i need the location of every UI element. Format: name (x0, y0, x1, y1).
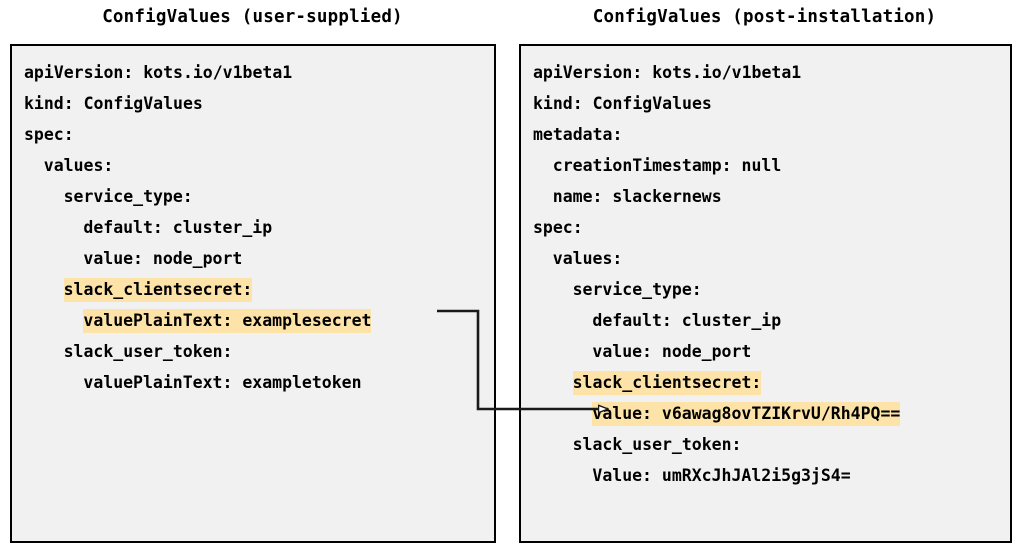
code-line: valuePlainText: exampletoken (12, 367, 494, 398)
panel-post-installation: ConfigValues (post-installation) apiVers… (510, 0, 1019, 559)
code-text: creationTimestamp: null (552, 156, 782, 175)
code-box-post-installation: apiVersion: kots.io/v1beta1 kind: ConfigV… (519, 44, 1012, 543)
code-text: default: cluster_ip (83, 218, 273, 237)
code-text: kind: ConfigValues (24, 94, 203, 113)
code-text: name: slackernews (552, 187, 722, 206)
code-line: kind: ConfigValues (521, 88, 1010, 119)
code-line: apiVersion: kots.io/v1beta1 (521, 57, 1010, 88)
code-text: valuePlainText: exampletoken (83, 373, 362, 392)
code-line: spec: (521, 212, 1010, 243)
highlighted-code-text: valuePlainText: examplesecret (83, 309, 372, 333)
code-line: values: (12, 150, 494, 181)
code-text: default: cluster_ip (592, 311, 782, 330)
code-line: service_type: (521, 274, 1010, 305)
code-text: values: (43, 156, 114, 175)
code-line: default: cluster_ip (12, 212, 494, 243)
code-line: name: slackernews (521, 181, 1010, 212)
code-text: Value: umRXcJhJAl2i5g3jS4= (592, 466, 851, 485)
code-line: value: node_port (521, 336, 1010, 367)
code-text: spec: (533, 218, 583, 237)
code-line: slack_user_token: (12, 336, 494, 367)
code-line: spec: (12, 119, 494, 150)
code-line: creationTimestamp: null (521, 150, 1010, 181)
code-line: service_type: (12, 181, 494, 212)
code-line: value: node_port (12, 243, 494, 274)
code-line: valuePlainText: examplesecret (12, 305, 494, 336)
code-box-user-supplied: apiVersion: kots.io/v1beta1 kind: ConfigV… (10, 44, 496, 543)
code-text: spec: (24, 125, 74, 144)
code-line: slack_user_token: (521, 429, 1010, 460)
code-line: value: v6awag8ovTZIKrvU/Rh4PQ== (521, 398, 1010, 429)
code-line: Value: umRXcJhJAl2i5g3jS4= (521, 460, 1010, 491)
code-line: slack_clientsecret: (521, 367, 1010, 398)
code-line: values: (521, 243, 1010, 274)
panel-title-user-supplied: ConfigValues (user-supplied) (102, 7, 403, 27)
code-line: metadata: (521, 119, 1010, 150)
code-text: service_type: (63, 187, 193, 206)
panel-user-supplied: ConfigValues (user-supplied) apiVersion:… (0, 0, 505, 559)
panel-title-post-installation: ConfigValues (post-installation) (592, 7, 937, 27)
code-line: default: cluster_ip (521, 305, 1010, 336)
code-lines-user-supplied: apiVersion: kots.io/v1beta1 kind: ConfigV… (12, 46, 494, 398)
highlighted-code-text: value: v6awag8ovTZIKrvU/Rh4PQ== (592, 402, 901, 426)
code-line: slack_clientsecret: (12, 274, 494, 305)
code-text: value: node_port (592, 342, 752, 361)
highlighted-code-text: slack_clientsecret: (63, 278, 253, 302)
code-text: apiVersion: kots.io/v1beta1 (533, 63, 802, 82)
code-text: value: node_port (83, 249, 243, 268)
code-text: metadata: (533, 125, 623, 144)
code-text: apiVersion: kots.io/v1beta1 (24, 63, 293, 82)
code-line: kind: ConfigValues (12, 88, 494, 119)
code-text: slack_user_token: (63, 342, 233, 361)
code-text: kind: ConfigValues (533, 94, 712, 113)
code-text: slack_user_token: (572, 435, 742, 454)
code-text: values: (552, 249, 623, 268)
code-lines-post-installation: apiVersion: kots.io/v1beta1 kind: ConfigV… (521, 46, 1010, 491)
code-line: apiVersion: kots.io/v1beta1 (12, 57, 494, 88)
code-text: service_type: (572, 280, 702, 299)
highlighted-code-text: slack_clientsecret: (572, 371, 762, 395)
